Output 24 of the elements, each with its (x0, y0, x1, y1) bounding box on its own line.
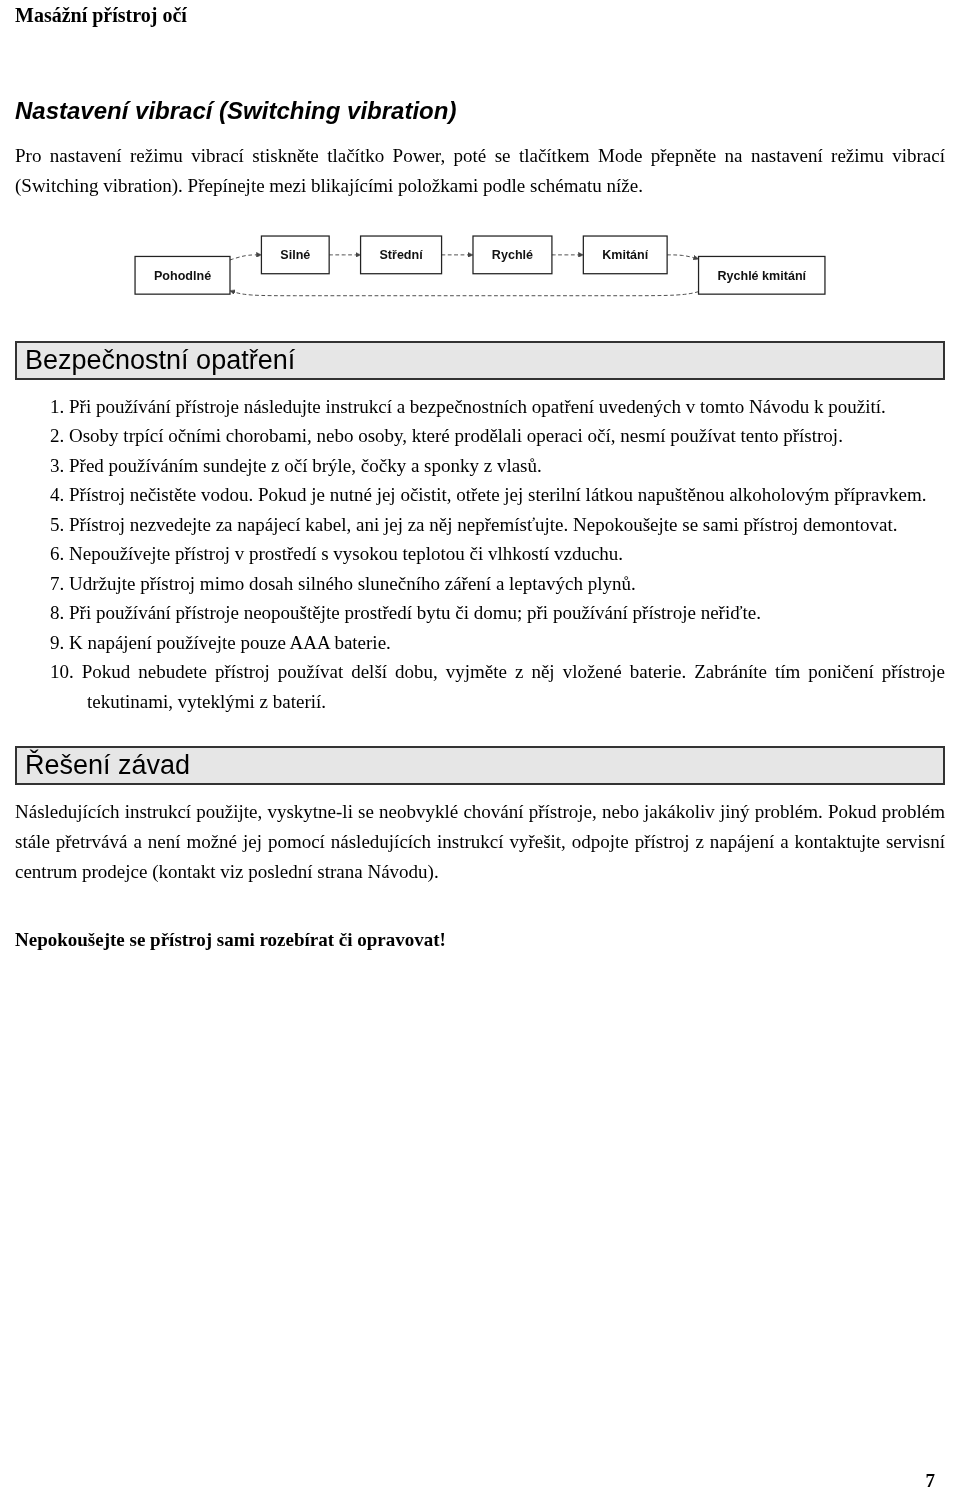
node-box: Kmitání (582, 235, 668, 275)
paragraph: Následujících instrukcí použijte, vyskytne-li se neobvyklé chování přístroje, nebo jakákoliv jiný problém. Pokud problém stále přetrvává a není možné jej pomocí následujících instrukcí vyřešit, odpojte přístroj z napájení a kontaktujte servisní centrum prodejce (kontakt viz poslední strana Návodu). (15, 800, 945, 885)
section-heading: Nastavení vibrací (Switching vibration) (15, 97, 457, 125)
list-item: 6. Nepoužívejte přístroj v prostředí s vysokou teplotou či vlhkostí vzduchu. (49, 542, 625, 567)
list-item: 1. Při používání přístroje následujte instrukcí a bezpečnostních opatření uvedených v tomto Návodu k použití. (49, 394, 887, 419)
list-item: 8. Při používání přístroje neopouštějte prostředí bytu či domu; při používání přístroje neřiďte. (49, 601, 762, 626)
list-item: 5. Přístroj nezvedejte za napájecí kabel, ani jej za něj nepřemísťujte. Nepokoušejte se sami přístroj demontovat. (49, 512, 899, 537)
node-box: Rychlé (472, 235, 553, 275)
list-item: 2. Osoby trpící očními chorobami, nebo osoby, které prodělali operaci očí, nesmí používat tento přístroj. (49, 424, 844, 449)
section-heading: Bezpečnostní opatření (15, 340, 945, 380)
paragraph: Pro nastavení režimu vibrací stiskněte tlačítko Power, poté se tlačítkem Mode přepněte na nastavení režimu vibrací (Switching vibration). Přepínejte mezi blikajícími položkami podle schématu níže. (15, 144, 945, 198)
list-item: 9. K napájení používejte pouze AAA baterie. (49, 630, 392, 655)
list-item: 7. Udržujte přístroj mimo dosah silného slunečního záření a leptavých plynů. (49, 571, 637, 596)
page-header: Masážní přístroj očí (15, 4, 187, 27)
node-box: Rychlé kmitání (697, 255, 826, 295)
node-box: Silné (260, 235, 330, 275)
list-item: 3. Před používáním sundejte z očí brýle, čočky a sponky z vlasů. (49, 453, 543, 478)
page-number: 7 (925, 1470, 935, 1492)
list-item: 4. Přístroj nečistěte vodou. Pokud je nutné jej očistit, otřete jej sterilní látkou napuštěnou alkoholovým přípravkem. (49, 483, 928, 508)
section-heading: Řešení závad (15, 746, 945, 786)
node-box: Střední (359, 235, 443, 275)
warning-text: Nepokoušejte se přístroj sami rozebírat či opravovat! (15, 929, 446, 952)
node-box: Pohodlné (134, 255, 231, 295)
list-item: 10. Pokud nebudete přístroj používat delší dobu, vyjměte z něj vložené baterie. Zabráníte tím poničení přístroje tekutinami, vyteklými z baterií. (49, 660, 945, 714)
